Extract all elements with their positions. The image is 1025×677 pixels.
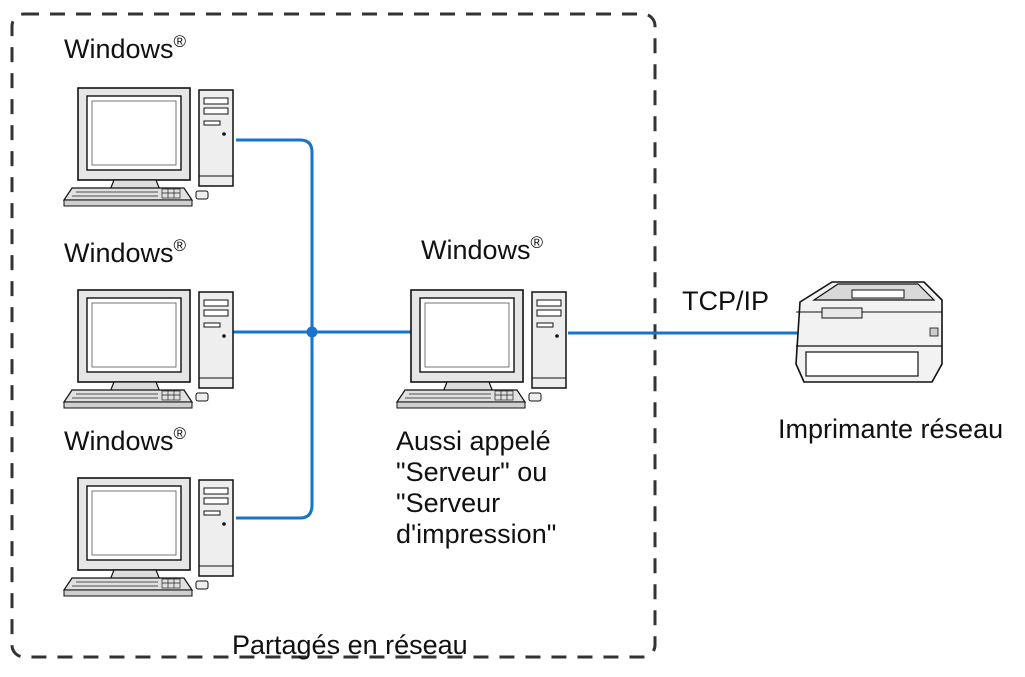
client-computer-2-icon [63,289,234,409]
client-label-2: Windows® [64,236,187,268]
server-description: Aussi appelé "Serveur" ou "Serveur d'imp… [396,426,557,550]
network-printer-icon [795,281,943,383]
client-label-3: Windows® [64,424,187,456]
shared-group-label: Partagés en réseau [232,630,468,660]
shared-network-boundary [10,12,657,659]
protocol-label: TCP/IP [682,286,770,316]
printer-label: Imprimante réseau [778,414,1004,444]
client-label-1: Windows® [64,32,187,64]
client-computer-3-icon [63,477,234,597]
client-computer-1-icon [63,87,234,207]
server-label: Windows® [421,233,544,265]
network-junction [306,326,318,338]
server-computer-icon [396,289,567,409]
